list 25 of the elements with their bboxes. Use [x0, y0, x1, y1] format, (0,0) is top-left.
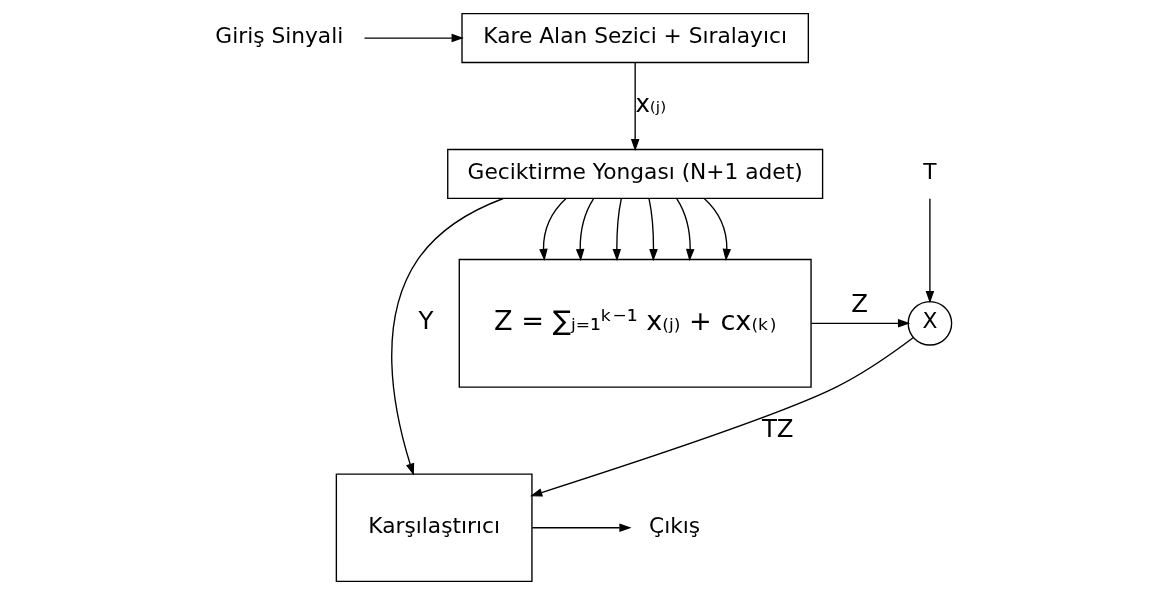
arrow	[925, 198, 934, 304]
arrow	[538, 197, 567, 261]
arrow	[630, 61, 639, 152]
arrow	[675, 198, 694, 262]
arrow	[529, 336, 914, 497]
node-box: Z = ∑ⱼ₌₁ᵏ⁻¹ x₍ⱼ₎ + cx₍ₖ₎	[458, 258, 812, 388]
node-box: Karşılaştırıcı	[335, 473, 533, 583]
arrow	[647, 198, 658, 262]
node-box: Kare Alan Sezici + Sıralayıcı	[460, 12, 809, 64]
arrow	[612, 198, 622, 262]
arrow	[575, 198, 594, 262]
edge-label: Z	[850, 288, 868, 318]
edge-label: Y	[418, 306, 433, 336]
arrow	[390, 197, 504, 476]
node-text: T	[922, 159, 937, 185]
arrow	[363, 33, 464, 43]
arrow	[810, 319, 910, 328]
edge-label: x₍ⱼ₎	[634, 88, 666, 118]
node-text: Giriş Sinyali	[214, 23, 343, 49]
arrow	[531, 523, 632, 532]
node-text: Çıkış	[648, 512, 700, 538]
arrow	[703, 197, 731, 261]
edge-label: TZ	[761, 413, 794, 443]
node-box: Geciktirme Yongası (N+1 adet)	[446, 148, 823, 200]
node-circle: X	[907, 300, 952, 346]
